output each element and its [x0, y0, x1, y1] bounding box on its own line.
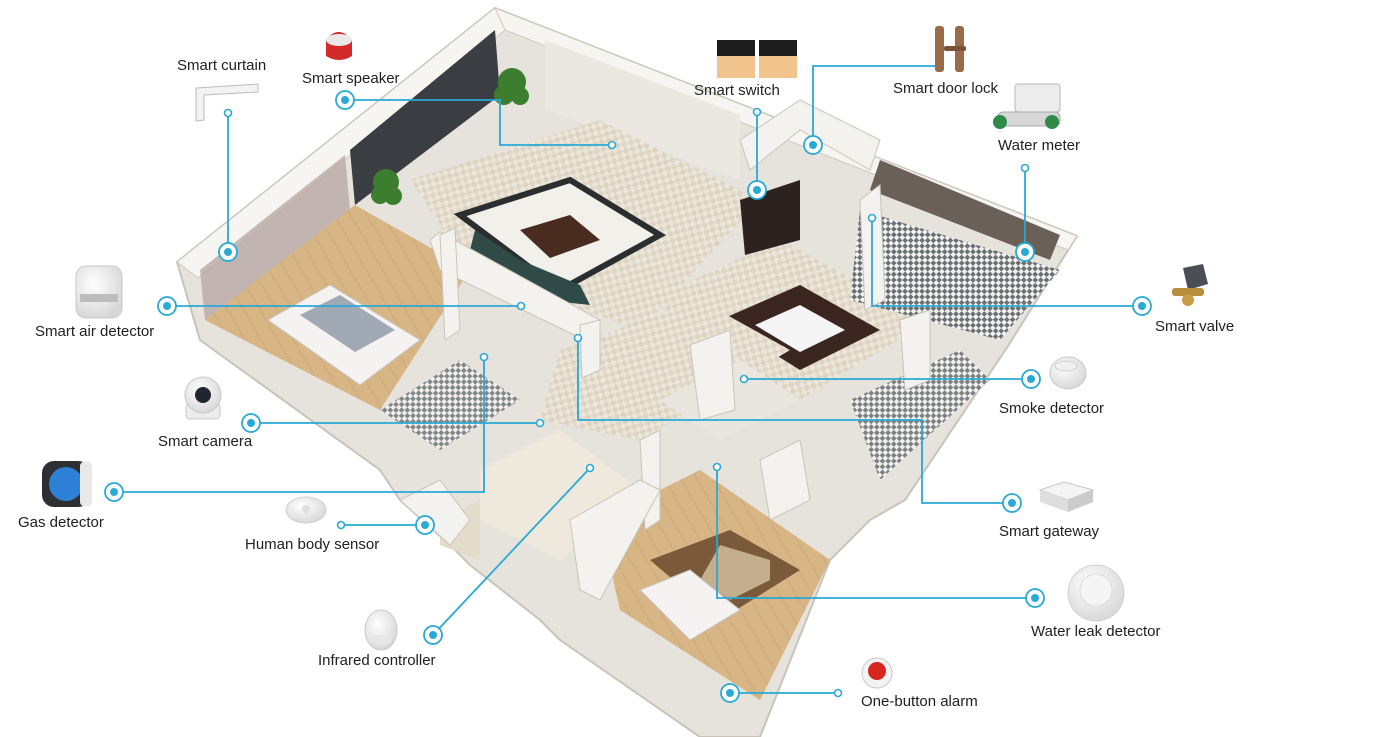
connector-smart-door-lock	[812, 65, 935, 145]
connector-infrared-controller	[432, 467, 591, 636]
connector-gas-detector	[114, 357, 485, 493]
door-lock-icon	[935, 26, 966, 72]
node-valve-target	[867, 213, 877, 223]
alarm-button-icon	[861, 657, 893, 689]
label-human-body-sensor: Human body sensor	[245, 536, 380, 553]
gateway-icon	[1038, 481, 1095, 512]
node-smoke-end	[1027, 375, 1035, 383]
node-gateway-target	[573, 333, 583, 343]
node-body-sensor-target	[336, 520, 346, 530]
undefined	[184, 376, 222, 420]
label-smart-air-detector: Smart air detector	[35, 323, 155, 340]
node-speaker-end	[341, 96, 349, 104]
label-smart-speaker: Smart speaker	[302, 70, 400, 87]
node-speaker-target	[607, 140, 617, 150]
node-door-lock-end	[809, 141, 817, 149]
node-switch-end	[753, 186, 761, 194]
device-icons	[42, 26, 1208, 689]
gas-detector-icon	[42, 461, 92, 507]
node-gas-target	[479, 352, 489, 362]
node-ir-target	[585, 463, 595, 473]
wall-switch-icon	[717, 40, 797, 78]
label-smart-door-lock: Smart door lock	[893, 80, 999, 97]
node-gateway-end	[1008, 499, 1016, 507]
label-smart-curtain: Smart curtain	[177, 57, 267, 74]
label-one-button-alarm: One-button alarm	[861, 693, 978, 710]
node-camera-target	[535, 418, 545, 428]
undefined	[364, 609, 398, 651]
node-valve-end	[1138, 302, 1146, 310]
node-air-target	[516, 301, 526, 311]
undefined	[285, 496, 327, 524]
label-gas-detector: Gas detector	[18, 514, 104, 531]
node-body-sensor-end	[421, 521, 429, 529]
label-infrared-controller: Infrared controller	[318, 652, 436, 669]
node-water-meter-top	[1020, 163, 1030, 173]
plants	[371, 68, 529, 205]
node-air-end	[163, 302, 171, 310]
node-leak-target	[712, 462, 722, 472]
node-alarm-target	[833, 688, 843, 698]
curtain-rail-icon	[195, 83, 259, 122]
label-water-leak-detector: Water leak detector	[1031, 623, 1161, 640]
connector-smart-speaker	[345, 99, 612, 146]
label-smart-switch: Smart switch	[694, 82, 780, 99]
node-smoke-target	[739, 374, 749, 384]
connector-nodes	[104, 90, 1152, 703]
node-gas-end	[110, 488, 118, 496]
smoke-detector-icon	[1049, 356, 1087, 390]
node-water-meter-end	[1021, 248, 1029, 256]
node-camera-end	[247, 419, 255, 427]
undefined	[75, 265, 123, 319]
water-meter-icon	[993, 83, 1061, 129]
node-switch-top	[752, 107, 762, 117]
node-curtain-top	[223, 108, 233, 118]
water-leak-sensor-icon	[1067, 564, 1125, 622]
node-ir-end	[429, 631, 437, 639]
label-smart-camera: Smart camera	[158, 433, 253, 450]
valve-icon	[1172, 264, 1208, 306]
node-leak-end	[1031, 594, 1039, 602]
speaker-icon	[326, 32, 352, 60]
label-smoke-detector: Smoke detector	[999, 400, 1105, 417]
connector-lines	[114, 65, 1142, 694]
label-smart-gateway: Smart gateway	[999, 523, 1100, 540]
node-curtain-end	[224, 248, 232, 256]
label-water-meter: Water meter	[998, 137, 1080, 154]
interior-walls	[399, 99, 931, 601]
connector-smart-gateway	[577, 338, 1012, 504]
label-smart-valve: Smart valve	[1155, 318, 1235, 335]
node-alarm-end	[726, 689, 734, 697]
connector-smart-valve	[871, 218, 1142, 307]
connector-water-leak-detector	[716, 467, 1035, 599]
